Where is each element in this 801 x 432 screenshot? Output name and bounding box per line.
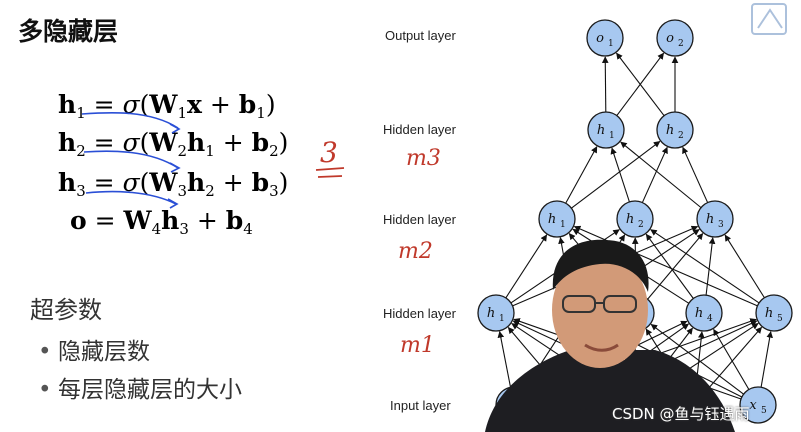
edge-input-1-to-hidden1-1 (497, 330, 512, 388)
ink-annotations-blue (81, 111, 181, 209)
edge-hidden1-4-to-hidden2-3 (705, 237, 716, 296)
ink-arrow-head-3 (167, 198, 179, 209)
ink-underline-count (317, 175, 343, 178)
node-label: h (706, 212, 714, 227)
edge-hidden1-1-to-hidden2-1 (505, 234, 548, 299)
node-label: o (596, 31, 604, 46)
ink-arrow-head-2 (169, 162, 181, 173)
node-label-sub: 2 (638, 220, 644, 230)
node-label-sub: 2 (678, 131, 684, 141)
equation-h3: h3 = σ(W3h2 + b3) (58, 168, 289, 200)
equation-output: o = W4h3 + b4 (70, 206, 253, 238)
edge-hidden2-2-to-hidden3-2 (641, 146, 668, 203)
node-label-sub: 1 (499, 314, 505, 324)
edge-hidden1-5-to-hidden2-3 (724, 234, 765, 299)
ink-underline-1 (81, 111, 179, 129)
edge-input-5-to-hidden1-3 (650, 324, 744, 395)
node-label-sub: 3 (718, 220, 724, 230)
edge-input-4-to-hidden1-5 (705, 326, 762, 392)
edge-hidden2-2-to-hidden3-1 (610, 147, 630, 203)
ink-underline-count (315, 167, 345, 171)
slide-title: 多隐藏层 (18, 17, 119, 46)
node-label-sub: 4 (707, 314, 713, 324)
edge-hidden2-1-to-hidden3-2 (571, 141, 661, 209)
ink-count: 3 (320, 136, 338, 169)
node-label: h (548, 212, 556, 227)
edge-hidden1-5-to-hidden2-2 (650, 229, 760, 304)
node-label: h (487, 306, 495, 321)
node-label: h (765, 306, 773, 321)
hyperparam-item: •每层隐藏层的大小 (38, 377, 242, 403)
logo-mark (751, 3, 787, 35)
node-label: h (666, 123, 674, 138)
node-label-sub: 1 (608, 39, 614, 49)
presenter-photo (485, 239, 735, 432)
node-label: h (695, 306, 703, 321)
ink-underline-3 (85, 190, 177, 205)
ink-annotations-red: 3 m3 m2 m1 (315, 136, 441, 358)
layer-label-hidden1: Hidden layer (383, 306, 456, 321)
node-label: o (666, 31, 674, 46)
ink-m1: m1 (400, 333, 435, 358)
node-label: h (597, 123, 605, 138)
node-label-sub: 1 (560, 220, 566, 230)
edge-hidden1-4-to-hidden2-2 (645, 233, 694, 299)
watermark-text: CSDN @鱼与钰遇雨 (612, 405, 750, 423)
layer-label-input: Input layer (390, 398, 451, 413)
ink-underline-2 (83, 150, 179, 169)
edge-hidden3-1-to-output-1 (601, 56, 609, 113)
layer-label-hidden3: Hidden layer (383, 122, 456, 137)
edge-hidden1-5-to-hidden2-1 (573, 225, 758, 307)
edge-input-5-to-hidden1-5 (760, 331, 773, 388)
equation-h2: h2 = σ(W2h1 + b2) (58, 128, 289, 160)
node-label: h (626, 212, 634, 227)
node-label-sub: 2 (678, 39, 684, 49)
edge-hidden2-1-to-hidden3-1 (565, 146, 598, 204)
node-label-sub: 5 (777, 314, 783, 324)
edge-input-5-to-hidden1-4 (713, 328, 750, 390)
edge-hidden1-3-to-hidden2-3 (647, 233, 704, 300)
edge-hidden3-2-to-output-1 (616, 52, 665, 117)
node-label-sub: 5 (761, 406, 767, 416)
layer-label-hidden2: Hidden layer (383, 212, 456, 227)
node-label-sub: 1 (609, 131, 615, 141)
edge-hidden2-3-to-hidden3-1 (620, 141, 702, 209)
ink-m3: m3 (406, 146, 441, 171)
edge-hidden2-3-to-hidden3-2 (682, 146, 709, 203)
ink-arrow-head-1 (169, 123, 181, 134)
equation-h1: h1 = σ(W1x + b1) (58, 90, 276, 122)
hyperparam-item: •隐藏层数 (38, 339, 150, 365)
ink-m2: m2 (398, 239, 433, 264)
hyperparams-heading: 超参数 (30, 296, 102, 324)
layer-label-output: Output layer (385, 28, 456, 43)
node-label: x (749, 398, 757, 413)
